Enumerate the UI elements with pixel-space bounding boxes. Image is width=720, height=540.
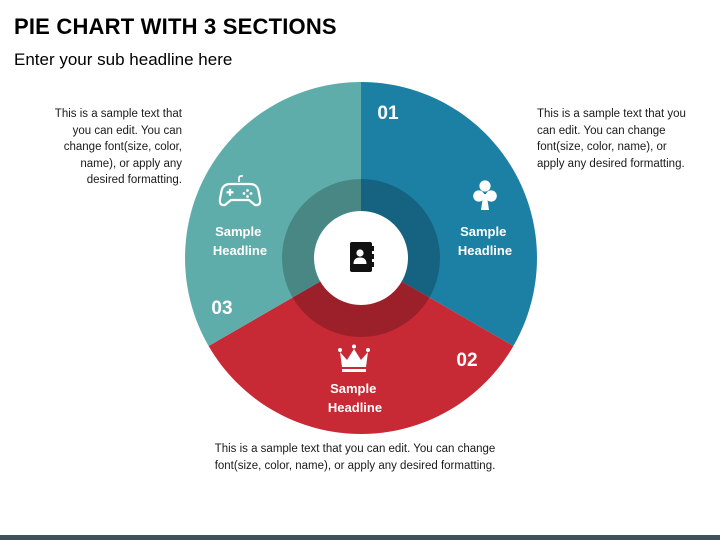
gamepad-icon bbox=[218, 175, 262, 207]
pie-section-03 bbox=[185, 82, 361, 346]
page-title: PIE CHART WITH 3 SECTIONS bbox=[14, 14, 337, 39]
section-headline-02: Sample Headline bbox=[328, 381, 382, 415]
text-block-right: This is a sample text that you can edit.… bbox=[537, 108, 686, 170]
crown-icon bbox=[338, 344, 370, 372]
section-headline-03-line2: Headline bbox=[213, 243, 267, 258]
pie-section-02 bbox=[208, 258, 514, 434]
contact-book-icon bbox=[350, 242, 374, 272]
footer-bar bbox=[0, 535, 720, 540]
section-headline-01-line1: Sample bbox=[460, 224, 506, 239]
page-subtitle: Enter your sub headline here bbox=[14, 50, 233, 69]
section-number-03: 03 bbox=[211, 298, 232, 319]
club-icon bbox=[473, 180, 497, 210]
section-number-01: 01 bbox=[377, 103, 399, 124]
text-block-left: This is a sample text that you can edit.… bbox=[54, 108, 182, 186]
section-headline-02-line1: Sample bbox=[330, 381, 376, 396]
section-headline-03-line1: Sample bbox=[215, 224, 261, 239]
text-block-bottom: This is a sample text that you can edit.… bbox=[214, 443, 496, 472]
section-headline-01: Sample Headline bbox=[458, 224, 512, 258]
pie-section-01 bbox=[361, 82, 537, 346]
section-headline-01-line2: Headline bbox=[458, 243, 512, 258]
section-number-02: 02 bbox=[456, 350, 477, 371]
section-headline-03: Sample Headline bbox=[213, 224, 267, 258]
section-headline-02-line2: Headline bbox=[328, 400, 382, 415]
